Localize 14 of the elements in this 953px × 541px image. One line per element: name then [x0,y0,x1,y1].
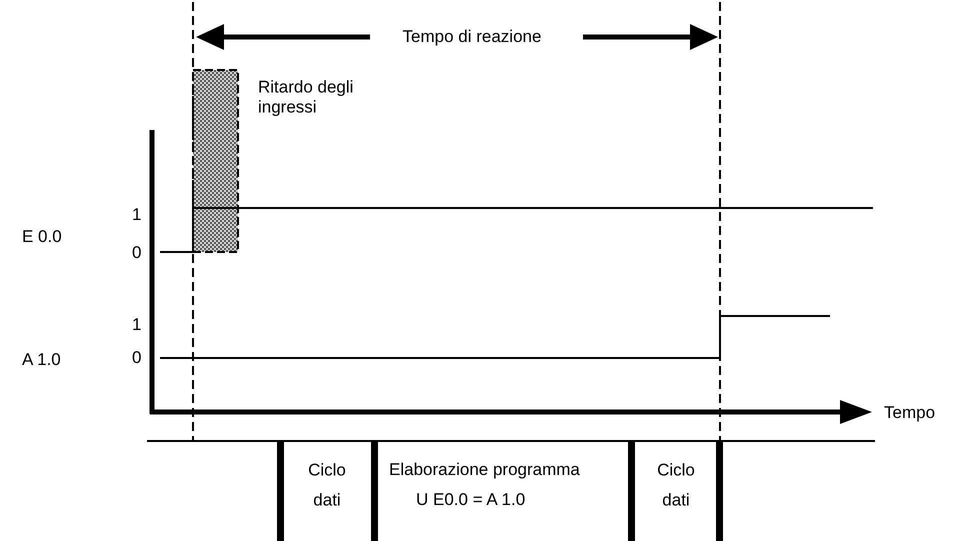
input-delay-hatched-area [192,69,239,253]
axis-label: Tempo [884,402,936,424]
level-label: 0 [132,346,142,369]
phase-label: Ciclo dati [307,459,347,511]
signal-name: E 0.0 [22,226,62,248]
level-label: 1 [132,204,142,226]
dimension-label: Tempo di reazione [402,26,542,48]
phase-label: Ciclo dati [656,459,696,511]
annotation-text: Ritardo degli ingressi [258,78,354,118]
phase-label: Elaborazione programma [389,458,580,481]
instruction-text: U E0.0 = A 1.0 [416,488,526,511]
level-label: 0 [132,242,142,264]
signal-name: A 1.0 [22,348,61,371]
level-label: 1 [132,314,142,336]
